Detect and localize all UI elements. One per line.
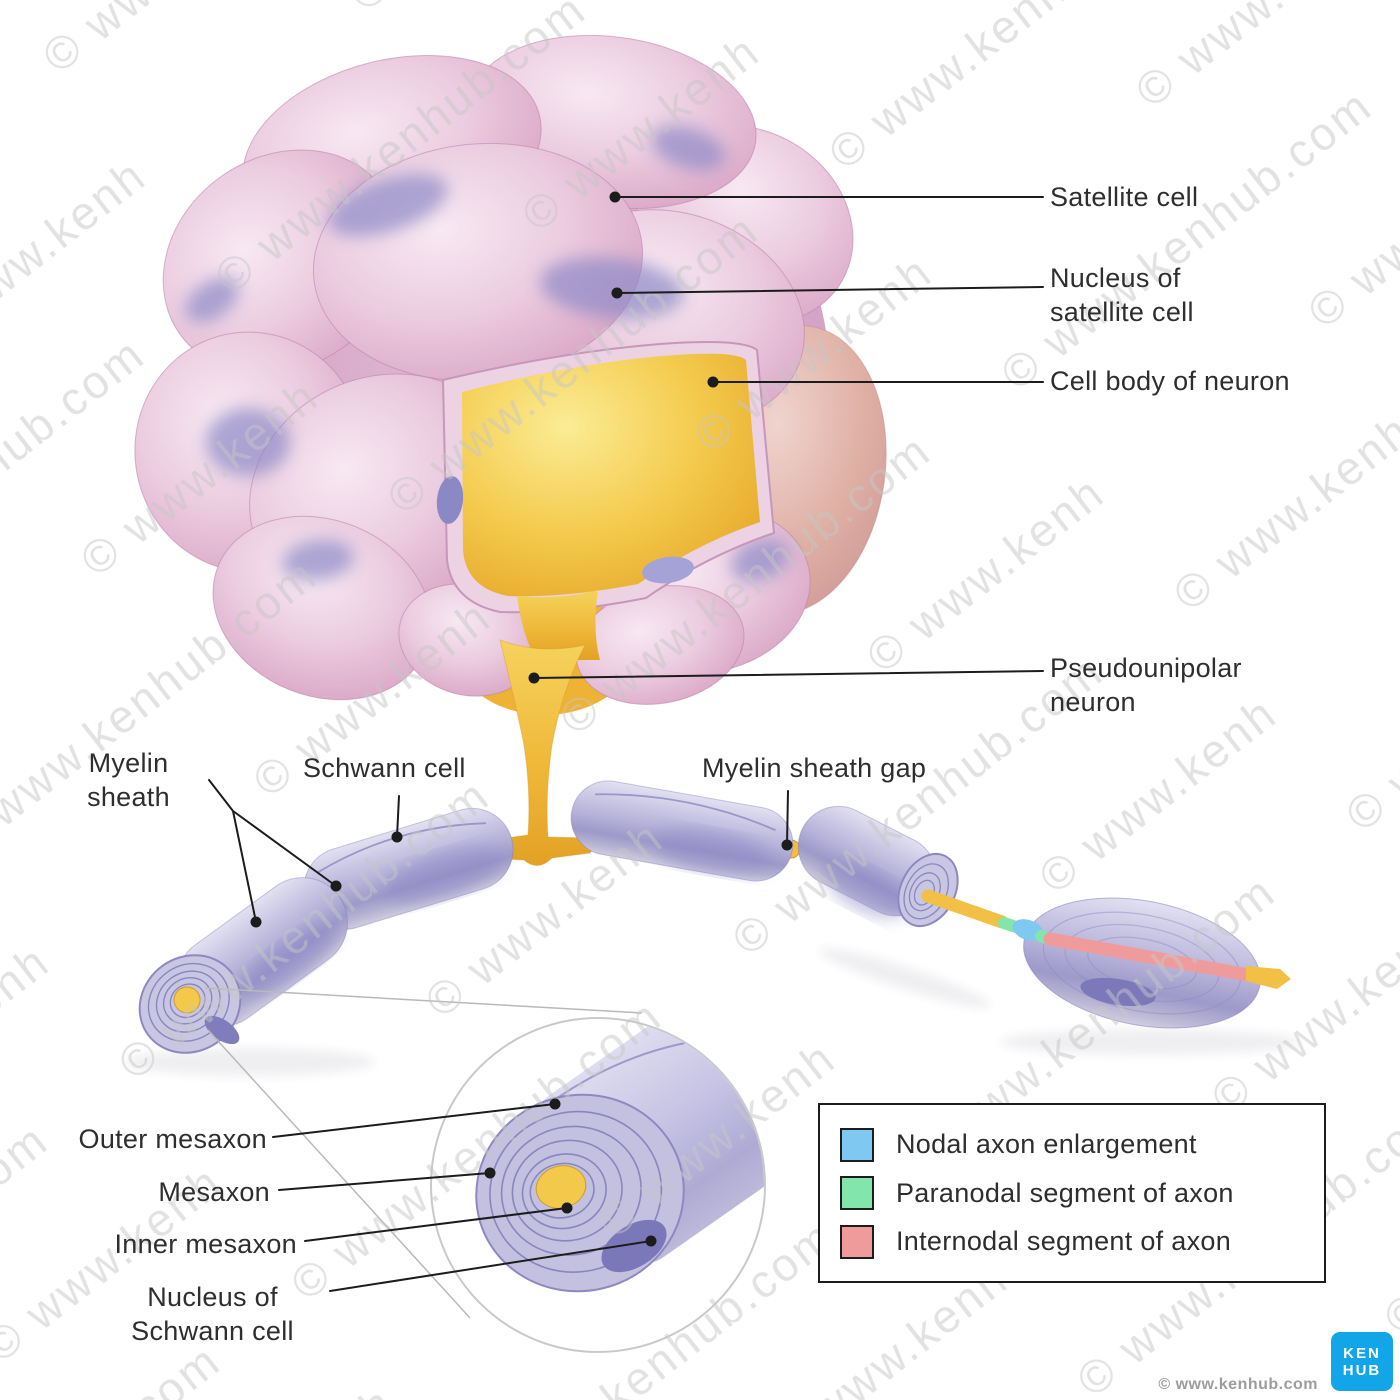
label-cell-body-of-neuron: Cell body of neuron bbox=[1050, 366, 1290, 396]
label-nucleus-of-satellite-cell: Nucleus of satellite cell bbox=[1050, 263, 1194, 327]
legend-row-nodal: Nodal axon enlargement bbox=[840, 1127, 1324, 1162]
label-satellite-cell: Satellite cell bbox=[1050, 182, 1199, 212]
label-inner-mesaxon: Inner mesaxon bbox=[114, 1229, 297, 1259]
label-schwann-cell: Schwann cell bbox=[303, 753, 466, 783]
legend-label-nodal: Nodal axon enlargement bbox=[896, 1129, 1197, 1159]
copyright-text: © www.kenhub.com bbox=[1158, 1376, 1318, 1393]
label-pseudounipolar-neuron: Pseudounipolar neuron bbox=[1050, 653, 1242, 717]
leader-dots bbox=[250, 191, 793, 1247]
label-myelin-sheath-gap: Myelin sheath gap bbox=[702, 753, 927, 783]
legend-label-paranodal: Paranodal segment of axon bbox=[896, 1177, 1234, 1208]
legend-swatch-internodal bbox=[840, 1224, 874, 1259]
label-myelin-sheath: Myelin sheath bbox=[87, 748, 170, 812]
label-nucleus-of-schwann-cell: Nucleus of Schwann cell bbox=[131, 1282, 294, 1346]
legend-swatch-paranodal bbox=[840, 1176, 874, 1210]
legend-label-internodal: Internodal segment of axon bbox=[896, 1226, 1232, 1256]
kenhub-logo: KEN HUB bbox=[1331, 1332, 1393, 1391]
label-mesaxon: Mesaxon bbox=[158, 1177, 270, 1207]
kenhub-logo-line2: HUB bbox=[1342, 1361, 1382, 1379]
legend-row-paranodal: Paranodal segment of axon bbox=[840, 1176, 1324, 1210]
label-outer-mesaxon: Outer mesaxon bbox=[78, 1124, 267, 1154]
legend-box: Nodal axon enlargement Paranodal segment… bbox=[818, 1103, 1326, 1283]
leader-lines bbox=[208, 196, 1044, 1292]
kenhub-logo-line1: KEN bbox=[1343, 1344, 1381, 1362]
legend-swatch-nodal bbox=[840, 1127, 874, 1162]
legend-row-internodal: Internodal segment of axon bbox=[840, 1224, 1324, 1259]
